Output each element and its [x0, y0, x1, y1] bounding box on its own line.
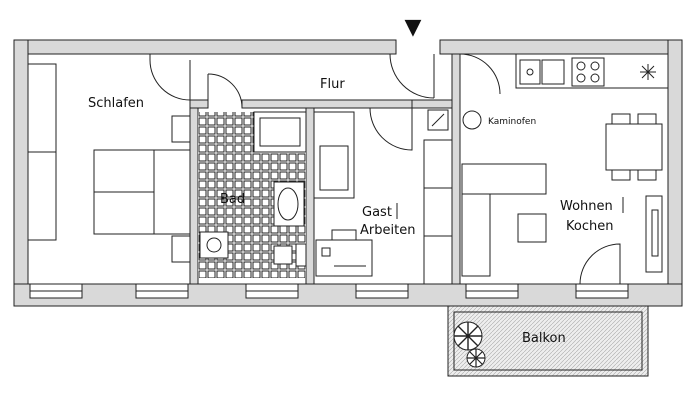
label-flur: Flur: [320, 77, 345, 92]
room-labels: Schlafen Flur Bad Gast Arbeiten Wohnen K…: [88, 77, 624, 346]
label-schlafen: Schlafen: [88, 96, 144, 111]
schlafen-furniture: [27, 63, 191, 263]
plant-icon: [453, 321, 483, 351]
sink-icon: [519, 59, 541, 85]
label-balkon: Balkon: [522, 331, 566, 346]
sofa: [423, 139, 453, 285]
doors: [149, 53, 621, 285]
entrance-arrow-icon: ▼: [405, 15, 422, 40]
windows: [29, 283, 629, 299]
plant-icon: [466, 348, 486, 368]
fridge-icon: [640, 64, 656, 80]
label-gast: Gast: [362, 205, 392, 220]
bad-fixtures: [198, 111, 307, 278]
label-kochen: Kochen: [566, 219, 613, 234]
coffee-table: [517, 213, 547, 243]
nightstand: [171, 235, 191, 263]
nightstand: [171, 115, 191, 143]
gast-furniture: [313, 109, 453, 285]
desk: [315, 239, 373, 277]
kaminofen-icon: [462, 110, 482, 130]
wohnen-furniture: [461, 53, 669, 277]
washing-machine-icon: [199, 231, 229, 259]
label-wohnen: Wohnen: [560, 199, 613, 214]
label-kaminofen: Kaminofen: [488, 117, 536, 127]
balcony: [447, 305, 649, 377]
label-arbeiten: Arbeiten: [360, 223, 415, 238]
label-bad: Bad: [220, 192, 245, 207]
toilet: [273, 245, 293, 265]
dining-table: [605, 123, 663, 171]
cooktop-icon: [571, 57, 605, 87]
